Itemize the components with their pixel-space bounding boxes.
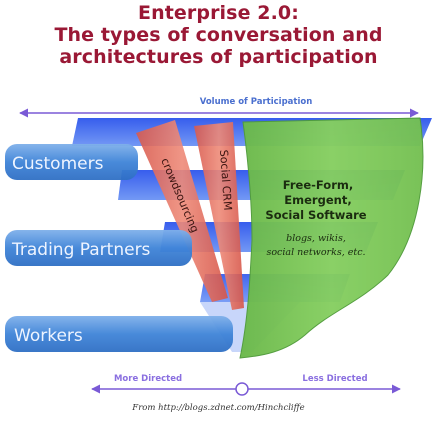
tier-pill-workers	[5, 316, 233, 352]
social-crm-label: Social CRM	[217, 149, 234, 211]
tier-pill-customers	[5, 144, 138, 180]
green-heading-line-3: Social Software	[265, 208, 366, 222]
green-sub-line-2: social networks, etc.	[266, 247, 365, 258]
emergent-software-region	[239, 117, 424, 359]
direction-axis-midpoint	[235, 382, 249, 396]
tier-pill-trading-partners	[5, 230, 192, 266]
title-line-3: architectures of participation	[59, 46, 378, 68]
emergent-software-text: Free-Form, Emergent, Social Software blo…	[265, 178, 366, 258]
title-line-1: Enterprise 2.0:	[138, 2, 299, 24]
direction-axis: More Directed Less Directed	[91, 374, 401, 396]
tier-label-trading-partners: Trading Partners	[11, 240, 151, 260]
volume-axis-label: Volume of Participation	[200, 97, 313, 107]
green-heading-line-2: Emergent,	[284, 193, 351, 207]
source-credit: From http://blogs.zdnet.com/Hinchcliffe	[132, 403, 305, 413]
tier-trading-partners: Trading Partners	[5, 230, 192, 266]
green-heading-line-1: Free-Form,	[283, 178, 353, 192]
title-line-2: The types of conversation and	[54, 24, 383, 46]
tier-label-workers: Workers	[14, 326, 83, 346]
tier-workers: Workers	[5, 316, 233, 352]
more-directed-label: More Directed	[114, 374, 182, 384]
crowdsourcing-band	[136, 120, 228, 302]
diagram-title: Enterprise 2.0: The types of conversatio…	[0, 2, 437, 68]
tier-label-customers: Customers	[12, 154, 104, 174]
less-directed-label: Less Directed	[302, 374, 367, 384]
tier-customers: Customers	[5, 144, 138, 180]
social-crm-band	[194, 122, 244, 310]
green-sub-line-1: blogs, wikis,	[286, 233, 346, 244]
volume-axis: Volume of Participation	[19, 97, 419, 118]
